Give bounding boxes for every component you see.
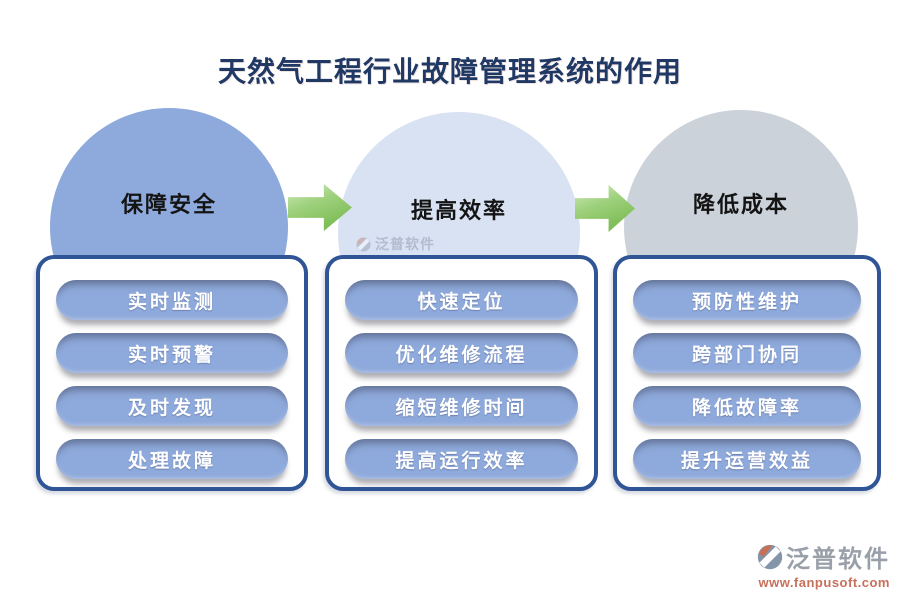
list-item: 跨部门协同: [633, 333, 861, 373]
circle-improve-efficiency-label: 提高效率: [410, 198, 507, 223]
fanpu-logo-icon: [757, 544, 783, 569]
watermark-text: 泛普软件: [375, 236, 435, 252]
list-item: 优化维修流程: [345, 333, 578, 373]
panel-improve-efficiency: 快速定位 优化维修流程 缩短维修时间 提高运行效率: [325, 255, 598, 491]
list-item: 降低故障率: [633, 386, 861, 426]
brand-row: 泛普软件: [757, 539, 890, 574]
panel-reduce-cost: 预防性维护 跨部门协同 降低故障率 提升运营效益: [613, 255, 881, 491]
list-item: 处理故障: [56, 439, 288, 479]
brand-url: www.fanpusoft.com: [758, 575, 890, 590]
page-title: 天然气工程行业故障管理系统的作用: [217, 57, 682, 88]
list-item: 缩短维修时间: [345, 386, 578, 426]
list-item: 及时发现: [56, 386, 288, 426]
fanpu-logo-icon: [356, 236, 371, 252]
list-item: 快速定位: [345, 280, 578, 320]
list-item: 实时预警: [56, 333, 288, 373]
list-item: 实时监测: [56, 280, 288, 320]
panel-ensure-safety: 实时监测 实时预警 及时发现 处理故障: [36, 255, 308, 491]
circle-ensure-safety-label: 保障安全: [120, 192, 217, 217]
brand-logo: 泛普软件 www.fanpusoft.com: [757, 539, 890, 590]
watermark: 泛普软件: [356, 234, 435, 254]
list-item: 提高运行效率: [345, 439, 578, 479]
circle-reduce-cost-label: 降低成本: [692, 192, 789, 217]
list-item: 预防性维护: [633, 280, 861, 320]
brand-name: 泛普软件: [786, 547, 890, 573]
list-item: 提升运营效益: [633, 439, 861, 479]
